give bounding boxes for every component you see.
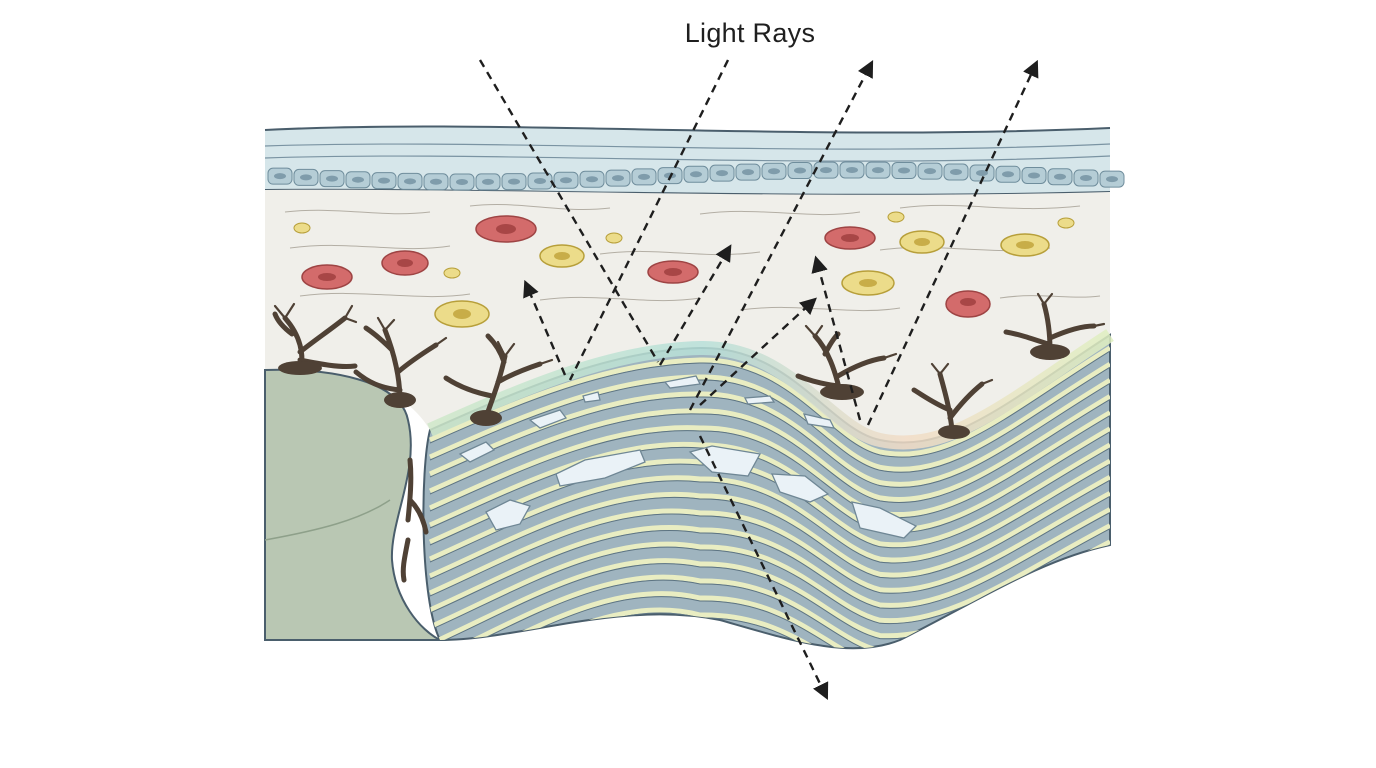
lamella bbox=[428, 507, 1110, 613]
lamella bbox=[428, 410, 1110, 517]
lamella bbox=[428, 458, 1110, 563]
light-ray-arrow bbox=[699, 297, 817, 406]
cell-nucleus bbox=[950, 169, 962, 176]
cell-nucleus bbox=[638, 173, 650, 180]
cell-nucleus bbox=[404, 178, 416, 185]
light-ray-arrow bbox=[866, 59, 1039, 426]
light-ray-arrow bbox=[523, 279, 567, 376]
lamella-edge bbox=[429, 495, 1110, 597]
dermis-layer bbox=[265, 189, 1110, 443]
cell-nucleus bbox=[820, 167, 832, 174]
cell-nucleus bbox=[586, 176, 598, 183]
melanophores bbox=[272, 292, 1106, 583]
cell-nucleus bbox=[768, 168, 780, 175]
cell-nucleus bbox=[742, 169, 754, 176]
cell-nucleus bbox=[534, 178, 546, 185]
light-ray-arrow bbox=[688, 60, 874, 411]
light-ray-arrow bbox=[568, 59, 730, 381]
cell-nucleus bbox=[1054, 173, 1066, 180]
cell-nucleus bbox=[1028, 172, 1040, 179]
cell-nucleus bbox=[976, 170, 988, 177]
guanine-crystals bbox=[458, 375, 918, 539]
lamella-edge bbox=[429, 399, 1110, 503]
lamella-edge bbox=[429, 366, 1110, 473]
cell-nucleus bbox=[352, 176, 364, 183]
lamella bbox=[428, 475, 1110, 579]
cell-nucleus bbox=[1002, 171, 1014, 178]
cell-nucleus bbox=[560, 177, 572, 184]
light-ray-arrow bbox=[698, 435, 829, 701]
cell-nucleus bbox=[716, 170, 728, 177]
cell-nucleus bbox=[274, 173, 286, 180]
lamella-edge bbox=[429, 512, 1110, 614]
lamella bbox=[428, 345, 1110, 457]
cell-nucleus bbox=[898, 167, 910, 174]
cell-nucleus bbox=[794, 167, 806, 174]
cell-nucleus bbox=[846, 167, 858, 174]
cell-nucleus bbox=[300, 174, 312, 181]
scale-nodule bbox=[264, 368, 441, 641]
lamella bbox=[428, 394, 1110, 502]
red-blood-cells bbox=[301, 215, 991, 318]
cell-nucleus bbox=[508, 178, 520, 185]
lamella-edge bbox=[429, 415, 1110, 518]
cell-nucleus bbox=[924, 168, 936, 175]
cell-nucleus bbox=[326, 175, 338, 182]
cell-nucleus bbox=[430, 178, 442, 185]
cell-nucleus bbox=[482, 178, 494, 185]
lamella-edge bbox=[429, 382, 1110, 488]
cell-nucleus bbox=[1080, 174, 1092, 181]
lamella bbox=[428, 523, 1110, 630]
cell-nucleus bbox=[378, 177, 390, 184]
lamella-edge bbox=[429, 350, 1110, 458]
lamella-edge bbox=[429, 479, 1110, 580]
xanthophore-cells bbox=[293, 211, 1075, 328]
cell-nucleus bbox=[612, 175, 624, 182]
light-rays-label: Light Rays bbox=[684, 18, 816, 48]
cell-nucleus bbox=[1106, 176, 1118, 183]
light-ray-arrow bbox=[478, 59, 660, 363]
cell-nucleus bbox=[456, 178, 468, 185]
epidermis-layer bbox=[264, 125, 1125, 196]
cell-nucleus bbox=[872, 167, 884, 174]
epidermal-cell-row bbox=[267, 161, 1125, 191]
cell-nucleus bbox=[690, 171, 702, 178]
lamella bbox=[428, 491, 1110, 596]
lamella-edge bbox=[429, 463, 1110, 564]
light-rays bbox=[478, 59, 1039, 701]
